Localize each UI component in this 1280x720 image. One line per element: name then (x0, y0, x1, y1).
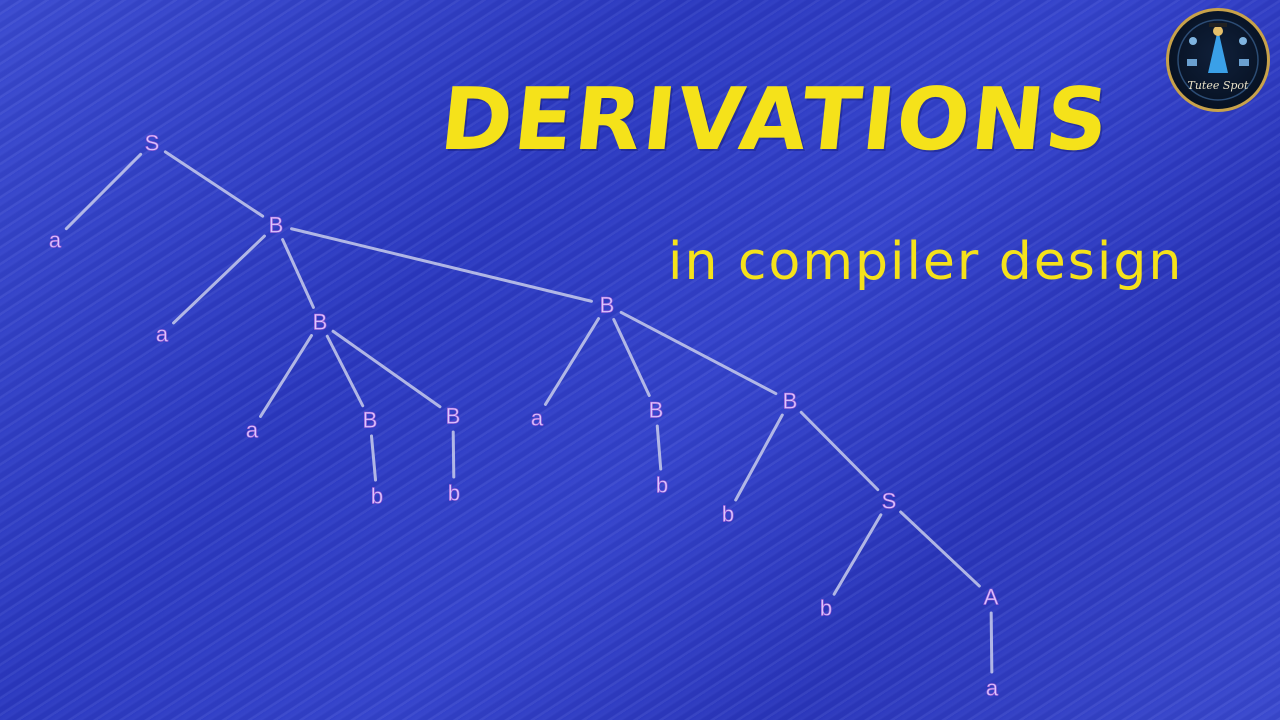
subtitle: in compiler design (668, 232, 1184, 292)
tree-node-B6: B (649, 398, 664, 423)
tree-edge-B1-B2 (281, 238, 315, 309)
tree-edge-B7-S2 (799, 410, 880, 492)
tree-node-a5: a (986, 676, 999, 701)
graduate-figure-icon (1177, 19, 1259, 101)
tree-edge-B2-B5 (331, 329, 442, 409)
tree-edge-B3-B7 (619, 310, 778, 396)
tree-edge-B7-b4 (734, 413, 784, 502)
tree-node-a3: a (246, 418, 259, 443)
tree-edge-S1-B1 (163, 150, 265, 218)
tree-node-a2: a (156, 322, 169, 347)
tree-node-B4: B (363, 408, 378, 433)
tree-node-b2: b (448, 481, 460, 506)
tree-node-b1: b (371, 484, 383, 509)
tree-node-b3: b (656, 473, 668, 498)
tree-edges (64, 150, 994, 674)
tree-node-b5: b (820, 596, 832, 621)
tree-edge-B1-B3 (290, 227, 593, 303)
tree-edge-B1-a2 (172, 234, 266, 325)
channel-logo: Tutee Spot (1166, 8, 1270, 112)
tree-edge-A1-a5 (989, 611, 994, 674)
tree-edge-B2-B4 (325, 334, 365, 408)
tree-edge-B5-b2 (451, 430, 456, 479)
tree-edge-B4-b1 (369, 434, 378, 482)
tree-edge-S1-a1 (64, 152, 143, 231)
tree-edge-B3-a4 (543, 317, 601, 406)
tree-node-B7: B (783, 389, 798, 414)
tree-node-b4: b (722, 502, 734, 527)
tree-edge-B6-b3 (655, 424, 663, 471)
tree-edge-S2-b5 (832, 513, 883, 596)
tree-edge-B2-a3 (259, 334, 313, 418)
tree-node-a4: a (531, 406, 544, 431)
tree-edge-S2-A1 (899, 510, 981, 588)
tree-node-S2: S (882, 489, 897, 514)
tree-node-B5: B (446, 404, 461, 429)
tree-node-A1: A (984, 585, 999, 610)
tree-edge-B3-B6 (612, 317, 651, 398)
tree-node-B2: B (313, 310, 328, 335)
tree-node-a1: a (49, 228, 62, 253)
logo-text: Tutee Spot (1187, 79, 1249, 92)
tree-node-B3: B (600, 293, 615, 318)
tree-node-B1: B (269, 213, 284, 238)
tree-node-S1: S (145, 131, 160, 156)
